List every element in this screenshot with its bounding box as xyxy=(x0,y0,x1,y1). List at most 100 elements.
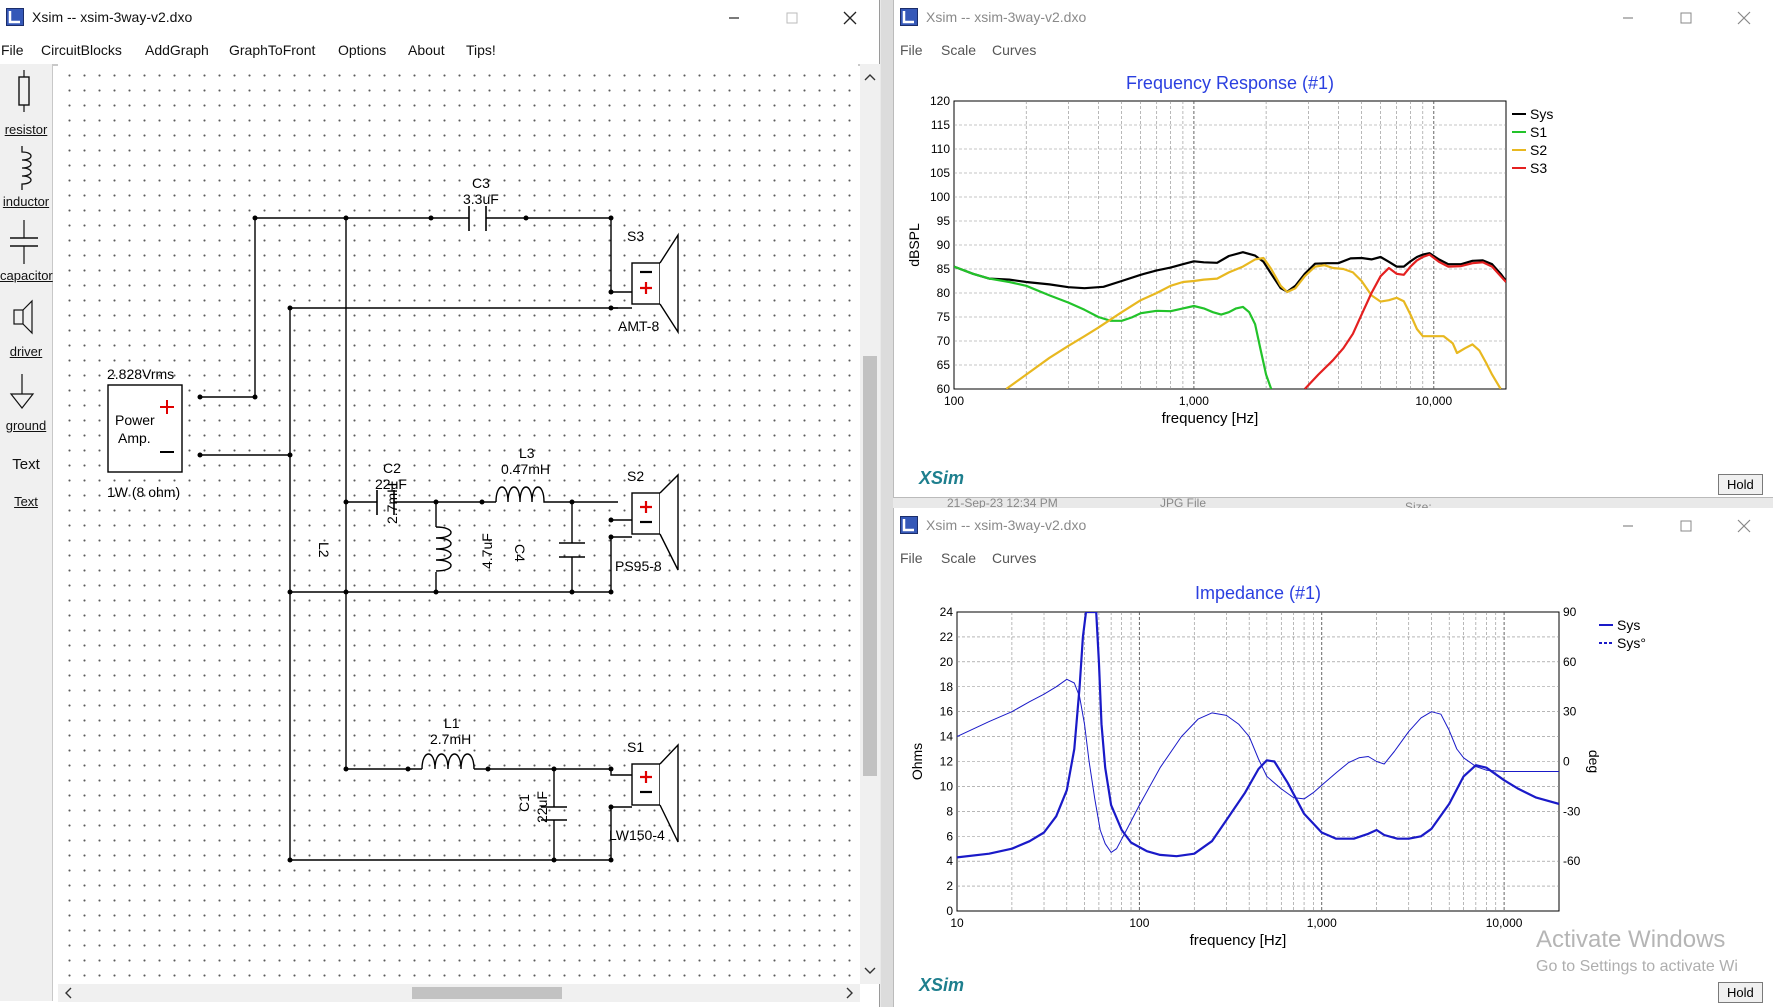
maximize-icon[interactable] xyxy=(1674,6,1698,30)
scroll-down-icon[interactable] xyxy=(860,962,880,980)
menu-scale[interactable]: Scale xyxy=(941,550,977,566)
menu-file[interactable]: File xyxy=(900,550,923,566)
legend-label: Sys xyxy=(1617,617,1640,633)
series-line-s3 xyxy=(1303,253,1506,389)
palette-inductor[interactable]: inductor xyxy=(0,144,52,218)
close-icon[interactable] xyxy=(1732,6,1756,30)
c3-value: 3.3uF xyxy=(463,191,499,207)
y-tick-label: 115 xyxy=(931,118,950,132)
series-group xyxy=(957,612,1559,859)
menu-graphtofront[interactable]: GraphToFront xyxy=(229,42,316,58)
xsim-logo: XSim xyxy=(919,975,965,995)
menu-about[interactable]: About xyxy=(408,42,445,58)
imp-menubar: File Scale Curves xyxy=(894,544,1773,572)
schematic-window: Xsim -- xsim-3way-v2.dxo File CircuitBlo… xyxy=(0,0,880,1007)
legend-label: Sys xyxy=(1530,106,1553,122)
text-icon: Text xyxy=(12,456,40,473)
s1-name: S1 xyxy=(627,739,645,755)
scroll-left-icon[interactable] xyxy=(60,984,78,1002)
menu-curves[interactable]: Curves xyxy=(992,550,1037,566)
vertical-scroll-thumb[interactable] xyxy=(863,356,877,776)
series-group xyxy=(954,251,1506,389)
y-tick-label: 22 xyxy=(940,630,954,644)
hold-button[interactable]: Hold xyxy=(1718,982,1763,1003)
close-icon[interactable] xyxy=(1732,514,1756,538)
series-line-sys xyxy=(957,678,1559,853)
c3-name: C3 xyxy=(472,175,490,191)
fr-titlebar[interactable]: Xsim -- xsim-3way-v2.dxo xyxy=(894,0,1773,36)
x-axis-label: frequency [Hz] xyxy=(1190,932,1287,949)
y-tick-label: 16 xyxy=(940,705,954,719)
y-tick-label: 4 xyxy=(946,854,953,868)
menu-addgraph[interactable]: AddGraph xyxy=(145,42,209,58)
scroll-up-icon[interactable] xyxy=(860,68,880,86)
palette-resistor[interactable]: resistor xyxy=(0,68,52,142)
l1-value: 2.7mH xyxy=(430,731,472,747)
y-tick-label: 60 xyxy=(937,382,951,396)
c1-value: 22uF xyxy=(534,791,550,823)
minimize-icon[interactable] xyxy=(1616,6,1640,30)
scroll-right-icon[interactable] xyxy=(840,984,858,1002)
series-line-s1 xyxy=(954,265,1273,389)
close-icon[interactable] xyxy=(838,6,862,30)
palette-text[interactable]: Text Text xyxy=(0,452,52,526)
legend-label: S2 xyxy=(1530,142,1547,158)
inductor-icon xyxy=(21,146,32,190)
schematic-titlebar[interactable]: Xsim -- xsim-3way-v2.dxo xyxy=(0,0,879,36)
horizontal-scroll-thumb[interactable] xyxy=(412,987,562,999)
y-tick-label: 14 xyxy=(940,730,954,744)
amp-name-label: Amp. xyxy=(118,430,151,446)
horizontal-scrollbar[interactable] xyxy=(58,984,860,1002)
menu-scale[interactable]: Scale xyxy=(941,42,977,58)
imp-titlebar[interactable]: Xsim -- xsim-3way-v2.dxo xyxy=(894,508,1773,544)
series-line-s2 xyxy=(1005,256,1502,389)
ground-icon xyxy=(9,374,35,409)
impedance-window: Xsim -- xsim-3way-v2.dxo File Scale Curv… xyxy=(893,508,1773,1007)
maximize-icon[interactable] xyxy=(1674,514,1698,538)
y2-tick-label: 0 xyxy=(1563,755,1570,769)
maximize-icon[interactable] xyxy=(780,6,804,30)
y-tick-label: 2 xyxy=(946,879,953,893)
frequency-response-window: Xsim -- xsim-3way-v2.dxo File Scale Curv… xyxy=(893,0,1773,498)
palette-ground[interactable]: ground xyxy=(0,368,52,442)
x-tick-label: 10 xyxy=(950,916,964,930)
s2-model: PS95-8 xyxy=(615,558,662,574)
hold-button[interactable]: Hold xyxy=(1718,474,1763,495)
y2-axis-label: deg xyxy=(1586,750,1602,773)
activation-watermark-subtitle: Go to Settings to activate Wi xyxy=(1536,958,1738,975)
y-tick-label: 75 xyxy=(937,310,951,324)
y-axis-label: Ohms xyxy=(909,743,925,780)
x-tick-label: 1,000 xyxy=(1307,916,1337,930)
y-tick-label: 24 xyxy=(940,605,954,619)
minimize-icon[interactable] xyxy=(1616,514,1640,538)
l2-value: 2.7mH xyxy=(384,482,400,524)
y-tick-label: 100 xyxy=(930,190,950,204)
xsim-app-icon xyxy=(6,8,24,26)
palette-label: driver xyxy=(9,344,43,359)
menu-options[interactable]: Options xyxy=(338,42,387,58)
palette-capacitor[interactable]: capacitor xyxy=(0,218,53,292)
series-line-sys xyxy=(954,251,1506,293)
menu-curves[interactable]: Curves xyxy=(992,42,1037,58)
c2-value: 22uF xyxy=(375,476,407,492)
y-tick-label: 20 xyxy=(940,655,954,669)
menu-circuitblocks[interactable]: CircuitBlocks xyxy=(41,42,122,58)
y-tick-label: 105 xyxy=(930,166,950,180)
driver-icon xyxy=(13,299,33,335)
fr-menubar: File Scale Curves xyxy=(894,36,1773,64)
series-line-sys xyxy=(957,612,1559,859)
menu-file[interactable]: File xyxy=(900,42,923,58)
legend-label: Sys° xyxy=(1617,635,1646,651)
y-tick-label: 12 xyxy=(940,755,954,769)
palette-label: ground xyxy=(5,418,47,433)
menu-file[interactable]: File xyxy=(1,42,24,58)
schematic-canvas[interactable]: 2.828Vrms Power Amp. 1W (8 ohm) C3 3.3uF… xyxy=(58,64,858,984)
minimize-icon[interactable] xyxy=(722,6,746,30)
menu-tips[interactable]: Tips! xyxy=(466,42,496,58)
palette-driver[interactable]: driver xyxy=(0,294,52,368)
vertical-scrollbar[interactable] xyxy=(860,64,880,984)
amp-voltage-label: 2.828Vrms xyxy=(107,366,175,382)
y-tick-label: 18 xyxy=(940,680,954,694)
